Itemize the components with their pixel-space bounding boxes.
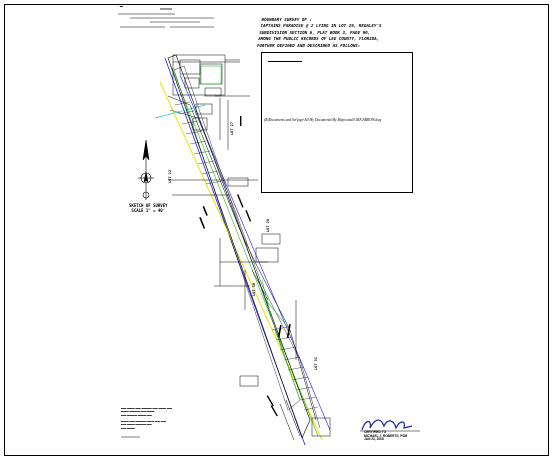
survey-notes: ▬▬ ▬▬▬ ▬▬ ▬▬▬▬ ▬▬ ▬▬▬ ▬▬ ▬▬▬ ▬▬▬▬ ▬▬ ▬▬▬… [121,407,172,430]
title-line-5: FURTHER DEFINED AND DESCRIBED AS FOLLOWS… [256,42,361,48]
signature-line-2: MICHAEL J. ROBERTS, PSM [364,433,408,438]
sheet-border [4,4,549,456]
note-mark-2: ▬▬▬ ▬▬▬▬ ▬▬ ▬▬▬ [121,410,155,414]
strip-hatching [174,101,319,411]
title-line-4: AMONG THE PUBLIC RECORDS OF LEE COUNTY, … [257,36,380,42]
boundary-line-cyan [154,104,206,119]
lot-22-label: LOT 22 [168,170,172,183]
dimension-text-marks [199,116,291,417]
building-cluster-top [172,54,250,150]
lot-30-label: LOT 30 [252,283,256,296]
description-box-rule [268,61,302,62]
header-stamp: ◦ ▬ [118,4,123,8]
header-marks [118,8,214,28]
note-mark-7: ▬▬ ▬▬▬ [121,426,135,430]
building-green-outline [200,65,222,85]
sketch-label: SKETCH OF SURVEY [129,203,168,208]
title-line-2: CAPTAINS PARADISE @ 2 LYING IN LOT 29, R… [259,23,382,29]
note-mark-3: ▬▬ ▬▬▬▬ ▬▬▬ ▬▬ [121,413,152,417]
mid-lot-lines [168,177,331,441]
note-mark-5: ▬▬▬ ▬▬ ▬▬▬▬ ▬▬▬ ▬▬ ▬▬ [121,420,167,424]
signature-scribble [361,419,413,431]
note-mark-6: ▬▬ ▬▬▬ ▬▬▬▬ ▬▬ [121,423,152,427]
file-path-note: (R)Documents and Set\fagr\All My Documen… [264,118,382,122]
signature-line-1: CERTIFIED TO [364,430,387,434]
lot-31-label: LOT 31 [314,357,318,370]
note-mark-1: ▬▬ ▬▬▬ ▬▬ ▬▬▬▬ ▬▬ ▬▬▬ ▬▬ [121,407,173,410]
description-box [261,52,413,193]
scale-label: SCALE 1" = 40' [131,208,166,213]
north-arrow [138,139,154,200]
mid-green-outlines [261,279,301,401]
boundary-line-yellow [159,81,323,441]
title-block: BOUNDARY SURVEY OF : CAPTAINS PARADISE @… [256,17,383,49]
lot-28-label: LOT 28 [266,219,270,232]
signature-block: CERTIFIED TO MICHAEL J. ROBERTS, PSM JAN… [364,430,408,442]
lot-27-label: LOT 27 [230,122,234,135]
signature-line-3: JAN 23, 2008 [364,437,384,442]
north-arrow-label: SKETCH OF SURVEY SCALE 1" = 40' [129,203,168,213]
